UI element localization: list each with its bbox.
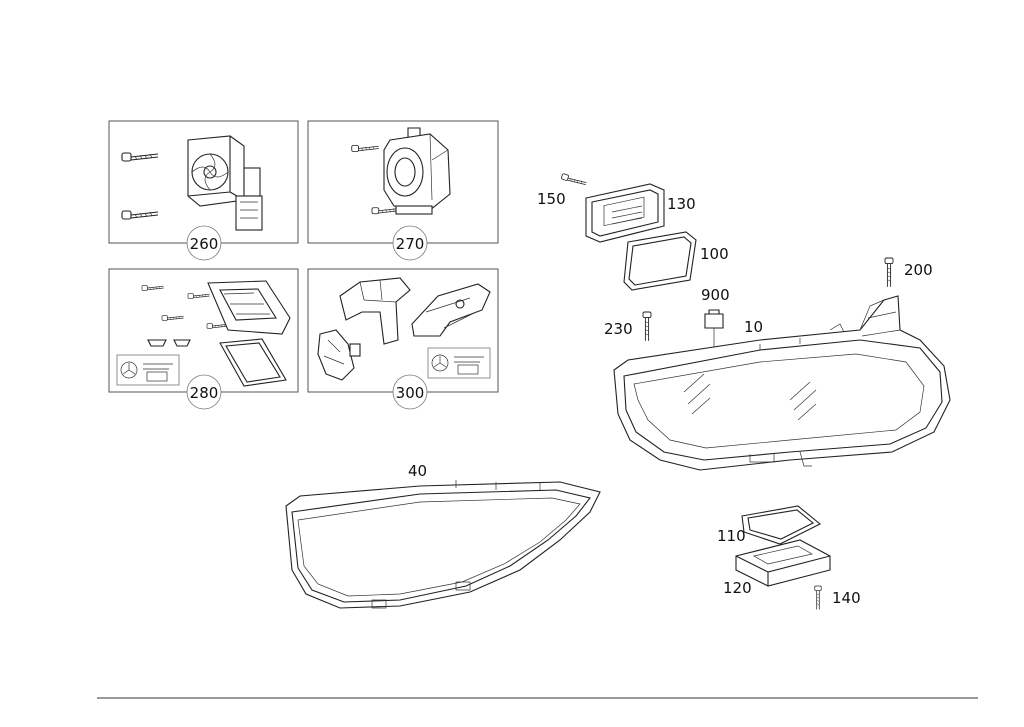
part-number-label: 900 [701,286,730,304]
connector-icon [704,309,724,352]
part-number-label: 270 [396,235,425,253]
cover-plate-icon [207,280,291,335]
part-number-label: 110 [717,527,746,545]
kit-box-270[interactable]: 270 [307,120,499,261]
part-number-label: 280 [190,384,219,402]
fan-module-icon [187,135,263,231]
bracket-icon [339,277,491,345]
seal-stamp [427,347,491,379]
part-number-label: 140 [832,589,861,607]
part-number-label: 150 [537,190,566,208]
screw-icon [814,585,822,610]
gasket-icon [623,231,697,291]
screw-icon [642,311,652,342]
part-number-label: 230 [604,320,633,338]
lens-cover-icon [285,480,601,609]
control-unit-icon [735,539,831,587]
bracket-icon [317,329,361,381]
headlamp-assembly-icon [613,295,951,471]
part-number-label: 200 [904,261,933,279]
screw-icon [884,257,894,288]
part-number-label: 260 [190,235,219,253]
part-number-label: 100 [700,245,729,263]
actuator-motor-icon [383,127,451,215]
part-number-label: 40 [408,462,427,480]
gasket-icon [219,338,287,387]
kit-box-300[interactable]: 300 [307,268,499,410]
part-number-label: 130 [667,195,696,213]
screw-icon [121,152,159,220]
part-number-label: 300 [396,384,425,402]
part-number-label: 120 [723,579,752,597]
kit-box-280[interactable]: 280 [108,268,299,410]
clip-icon [147,339,191,347]
seal-stamp [116,354,180,386]
gasket-icon [741,505,822,545]
part-number-label: 10 [744,318,763,336]
control-unit-icon [585,183,665,243]
kit-box-260[interactable]: 260 [108,120,299,261]
screw-icon [560,172,588,188]
